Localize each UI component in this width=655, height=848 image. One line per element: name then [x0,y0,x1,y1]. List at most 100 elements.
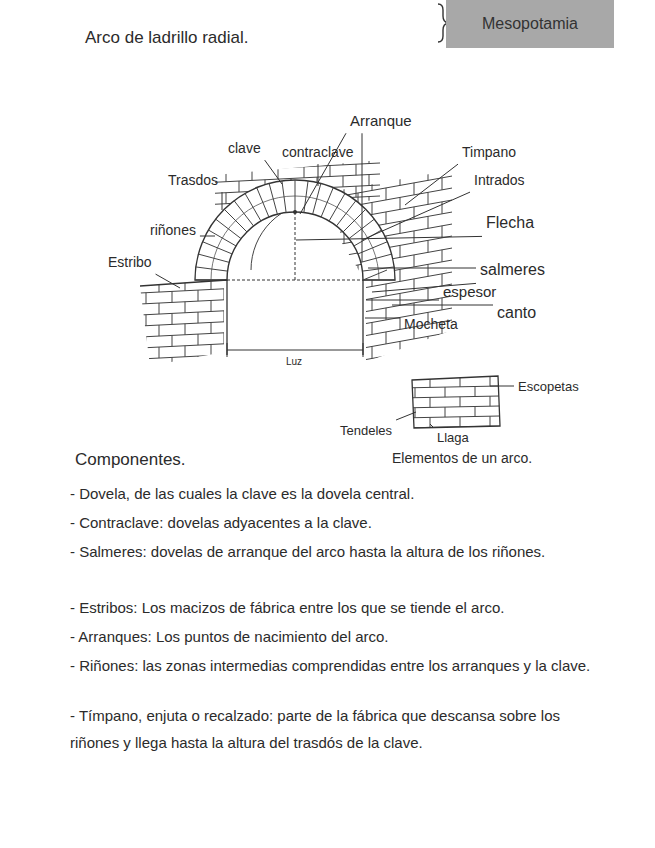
bond-detail [412,376,500,428]
head-joint [490,416,491,426]
head-joint [386,188,387,200]
head-joint [415,428,416,438]
head-joint [456,187,457,199]
head-joint [400,341,401,353]
head-joint [344,159,345,171]
bed-joint [120,343,240,349]
voussoir-joint [203,242,233,254]
bed-joint [330,341,470,366]
head-joint [146,293,147,304]
head-joint [120,338,121,349]
part-label: Intrados [474,172,525,188]
head-joint [133,326,134,337]
voussoir-joint [304,181,308,213]
head-joint [456,259,457,271]
head-joint [237,321,238,332]
bed-joint [400,416,510,418]
voussoir-joint [196,267,228,271]
bed-joint [120,332,240,338]
voussoir-joint [269,183,277,214]
head-joint [386,356,387,368]
head-joint [505,426,506,436]
part-label: canto [497,304,536,322]
head-joint [395,151,396,162]
head-joint [358,361,359,373]
head-joint [344,375,345,387]
head-joint [414,231,415,243]
part-label: salmeres [480,261,545,279]
head-joint [414,351,415,363]
head-joint [344,255,345,267]
head-joint [237,365,238,376]
dimension-tick [363,343,364,357]
head-joint [224,355,225,366]
head-joint [344,279,345,291]
voussoir-joint [245,193,261,221]
head-joint [414,135,415,147]
voussoir-joint [295,180,296,212]
part-label: Timpano [462,144,516,160]
head-joint [445,407,446,417]
head-joint [172,313,173,324]
bed-joint [120,354,240,360]
head-joint [456,139,457,151]
head-joint [344,327,345,339]
head-joint [252,169,253,180]
note-line: - Estribos: Los macizos de fábrica entre… [70,594,610,621]
head-joint [237,255,238,266]
bed-joint [120,310,240,316]
head-joint [400,365,401,377]
head-joint [456,331,457,343]
part-label: Arranque [350,112,412,129]
head-joint [442,250,443,262]
note-line: - Salmeres: dovelas de arranque del arco… [70,538,610,565]
head-joint [386,140,387,152]
head-joint [386,332,387,344]
head-joint [358,145,359,157]
head-joint [505,386,506,396]
head-joint [382,141,383,152]
head-joint [211,300,212,311]
head-joint [372,346,373,358]
head-joint [213,160,214,171]
head-joint [200,194,201,205]
head-joint [358,337,359,349]
head-joint [372,322,373,334]
head-joint [211,344,212,355]
bed-joint [120,299,240,305]
leader-line [362,133,363,262]
voussoir-joint [361,254,392,262]
head-joint [442,154,443,166]
head-joint [400,378,401,388]
head-joint [395,173,396,184]
head-joint [382,185,383,196]
leader-line [366,300,439,301]
bed-joint [330,353,470,378]
dimension-tick [227,343,228,357]
voussoir-joint [313,183,321,214]
head-joint [400,293,401,305]
head-joint [428,168,429,180]
head-joint [330,222,331,234]
brick-wall [400,376,510,438]
leader-line [156,274,180,288]
head-joint [211,322,212,333]
head-joint [442,130,443,142]
voussoir-joint [329,193,345,221]
leader-line [200,236,215,237]
head-joint [475,387,476,397]
part-label: riñones [150,222,196,238]
leader-line [222,192,223,210]
head-joint [185,280,186,291]
leader-line [318,164,319,186]
head-joint [237,343,238,354]
head-joint [172,335,173,346]
head-joint [400,418,401,428]
head-joint [172,247,173,258]
head-joint [198,312,199,323]
head-joint [304,167,305,178]
head-joint [442,202,443,214]
head-joint [356,164,357,175]
voussoir-joint [198,254,229,262]
note-line: - Contraclave: dovelas adyacentes a la c… [70,509,610,536]
